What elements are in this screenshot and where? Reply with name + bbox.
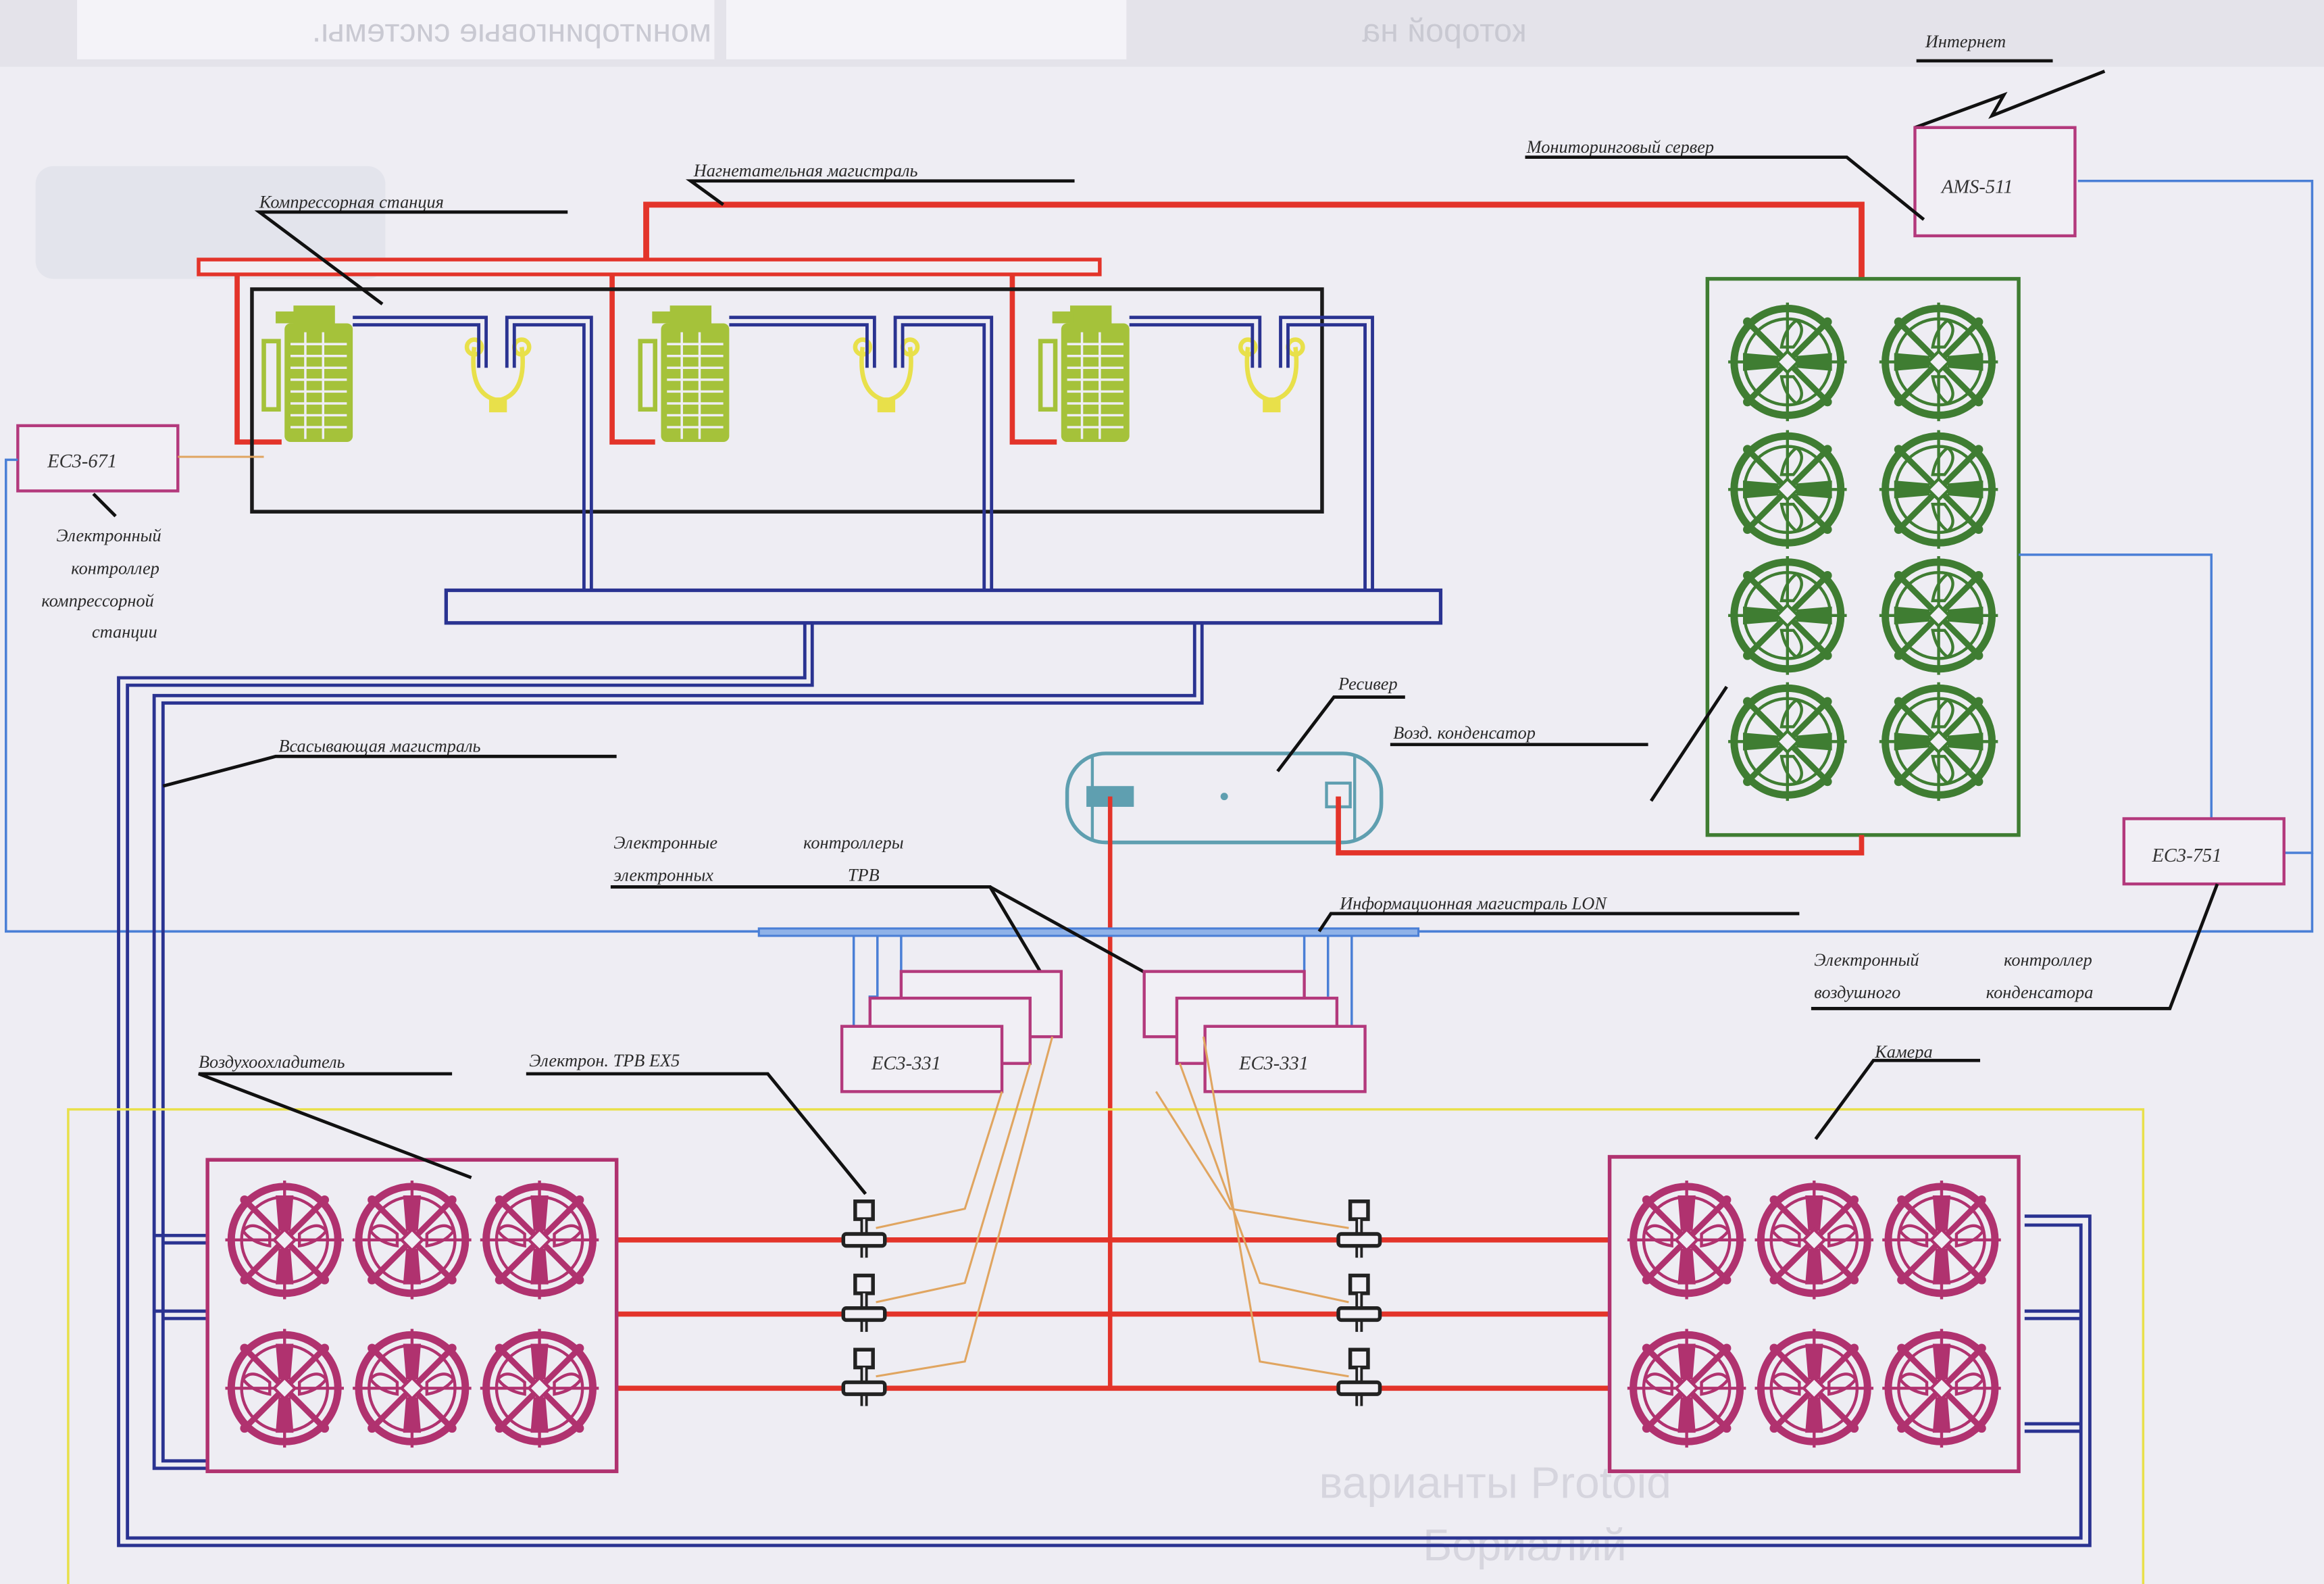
txv-controllers-line1b: контроллеры: [803, 833, 904, 852]
compressor-controller-line3: компрессорной: [41, 591, 153, 611]
evaporator-fan-icon: [353, 1329, 472, 1448]
compressor-3-icon: [1040, 305, 1130, 442]
valve-signal-wires: [876, 1036, 1349, 1378]
txv-controllers-line1a: Электронные: [613, 833, 717, 852]
condenser-fan-icon: [1879, 430, 1998, 549]
txv-controllers-line2b: ТРВ: [848, 866, 880, 885]
ec3-751-box[interactable]: [2122, 817, 2285, 886]
txv-ex5-label: Электрон. ТРВ EX5: [529, 1051, 680, 1070]
bleed-text-2: которой на: [1362, 12, 1527, 49]
evaporator-right: [1607, 1155, 2021, 1473]
suction-line: [117, 622, 2092, 1548]
evaporator-fan-icon: [225, 1329, 344, 1448]
condenser-fan-icon: [1728, 683, 1847, 801]
ec3-331-right[interactable]: ЕС3-331: [1142, 970, 1367, 1093]
txv-valve-icon: [843, 1275, 884, 1331]
ams-511-label: AMS-511: [1940, 176, 2013, 197]
condenser-fan-icon: [1728, 556, 1847, 675]
bleed-text-1: мониторинговые системы.: [312, 12, 711, 49]
lon-wire-condenser: [2019, 553, 2213, 819]
condenser-fan-icon: [1728, 430, 1847, 549]
condenser-controller-line1b: контроллер: [2004, 950, 2092, 970]
txv-valve-icon: [1338, 1350, 1380, 1406]
condenser-fan-icon: [1879, 556, 1998, 675]
discharge-line: Нагнетательная магистраль: [197, 161, 1865, 445]
chamber-label: Камера: [1874, 1042, 1932, 1062]
compressor-2-icon: [640, 305, 730, 442]
compressor-controller-line4: станции: [92, 622, 157, 642]
ec3-331-right-box[interactable]: [1203, 1024, 1367, 1093]
evaporator-fan-icon: [1882, 1329, 2001, 1448]
ec3-331-left[interactable]: ЕС3-331: [840, 970, 1063, 1093]
condenser-controller[interactable]: ЕС3-751 Электронный контроллер воздушног…: [1811, 817, 2285, 1010]
ec3-751-label: ЕС3-751: [2152, 845, 2222, 866]
ec3-331-right-label: ЕС3-331: [1238, 1053, 1309, 1074]
evaporator-fan-icon: [1627, 1181, 1746, 1300]
ec3-671-box[interactable]: [16, 424, 180, 493]
compressor-1-icon: [264, 305, 353, 442]
txv-controllers-line2a: электронных: [613, 866, 713, 885]
lon-wire-ams: [2077, 180, 2314, 854]
evaporator-fan-icon: [1755, 1181, 1874, 1300]
liquid-branches: [616, 1237, 1610, 1391]
condenser-fan-icon: [1879, 683, 1998, 801]
internet-label: Интернет: [1925, 32, 2006, 51]
receiver-label: Ресивер: [1338, 674, 1398, 694]
ams-511-box[interactable]: [1913, 126, 2077, 238]
txv-valve-icon: [1338, 1275, 1380, 1331]
txv-valve-icon: [843, 1202, 884, 1258]
evaporator-left: Воздухоохладитель: [198, 1052, 619, 1473]
receiver: Ресивер: [1065, 674, 1405, 845]
chamber-outline: [67, 1108, 2145, 1584]
air-cooler-label: Воздухоохладитель: [199, 1052, 345, 1072]
monitoring-server[interactable]: AMS-511 Мониторинговый сервер: [1525, 126, 2077, 238]
monitoring-server-label: Мониторинговый сервер: [1526, 137, 1714, 157]
txv-controllers: Электронные контроллеры электронных ТРВ: [610, 833, 1163, 984]
lon-bus-label: Информационная магистраль LON: [1339, 893, 1607, 913]
ec3-331-left-label: ЕС3-331: [871, 1053, 941, 1074]
compressor-controller-line2: контроллер: [71, 558, 159, 578]
air-condenser-label: Возд. конденсатор: [1393, 723, 1536, 743]
internet-zigzag-icon: [1914, 70, 2106, 130]
evaporator-fan-icon: [1627, 1329, 1746, 1448]
evaporator-fan-icon: [1882, 1181, 2001, 1300]
evaporator-fan-icon: [480, 1329, 599, 1448]
condenser-fan-icon: [1728, 303, 1847, 422]
lon-wire-loop: [5, 458, 2314, 933]
oil-trap-1-icon: [467, 340, 529, 413]
txv-valve-icon: [843, 1350, 884, 1406]
lon-bus: Информационная магистраль LON: [757, 893, 1800, 1033]
ec3-331-left-box[interactable]: [840, 1024, 1004, 1093]
compressor-controller[interactable]: ЕС3-671 Электронный контроллер компрессо…: [16, 424, 264, 642]
expansion-valves: Электрон. ТРВ EX5: [526, 1051, 1380, 1406]
oil-trap-2-icon: [855, 340, 917, 413]
air-condenser: Возд. конденсатор: [1390, 276, 2021, 837]
condenser-to-receiver-line: [1336, 796, 1865, 856]
evaporator-fan-icon: [1755, 1329, 1874, 1448]
compressor-controller-line1: Электронный: [56, 526, 161, 545]
condenser-fan-icon: [1879, 303, 1998, 422]
condenser-controller-line2b: конденсатора: [1986, 983, 2094, 1002]
suction-line-label: Всасывающая магистраль: [278, 737, 480, 756]
compressor-station-label: Компрессорная станция: [259, 192, 444, 212]
evaporator-fan-icon: [353, 1181, 472, 1300]
condenser-controller-line2a: воздушного: [1814, 983, 1900, 1002]
evaporator-fan-icon: [480, 1181, 599, 1300]
evaporator-fan-icon: [225, 1181, 344, 1300]
ec3-671-label: ЕС3-671: [47, 451, 117, 472]
txv-valve-icon: [1338, 1202, 1380, 1258]
compressor-station: Компрессорная станция: [250, 192, 1443, 625]
discharge-line-label: Нагнетательная магистраль: [693, 161, 918, 180]
condenser-controller-line1a: Электронный: [1814, 950, 1919, 970]
internet-link: Интернет: [1914, 32, 2106, 130]
oil-trap-3-icon: [1240, 340, 1303, 413]
